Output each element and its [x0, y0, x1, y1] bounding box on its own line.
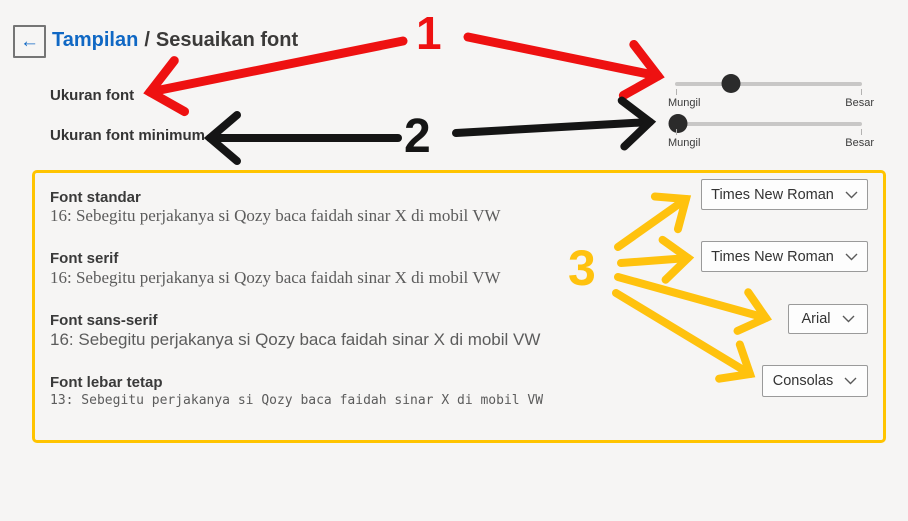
fixed-width-font-sample: 13: Sebegitu perjakanya si Qozy baca fai… — [50, 393, 544, 408]
minimum-font-size-label: Ukuran font minimum — [50, 127, 206, 144]
font-size-label: Ukuran font — [50, 87, 135, 104]
fixed-width-font-dropdown[interactable]: Consolas — [762, 365, 868, 397]
page-title: Sesuaikan font — [155, 29, 299, 51]
chevron-down-icon — [845, 191, 858, 198]
slider-thumb[interactable] — [721, 74, 741, 93]
minimum-font-size-slider[interactable]: Mungil Besar — [668, 114, 874, 156]
slider-min-label: Mungil — [668, 137, 701, 149]
slider-min-label: Mungil — [668, 97, 701, 109]
chevron-down-icon — [842, 315, 854, 323]
annotation-arrow-2 — [203, 96, 657, 165]
back-arrow-icon: ← — [20, 31, 39, 52]
breadcrumb: Tampilan/Sesuaikan font — [52, 29, 298, 52]
font-size-slider[interactable]: Mungil Besar — [668, 74, 874, 116]
slider-max-label: Besar — [845, 137, 874, 149]
slider-thumb[interactable] — [668, 114, 688, 133]
dropdown-value: Times New Roman — [711, 248, 834, 265]
sans-serif-font-sample: 16: Sebegitu perjakanya si Qozy baca fai… — [50, 330, 541, 349]
slider-tick-min — [676, 129, 677, 135]
serif-font-dropdown[interactable]: Times New Roman — [701, 241, 868, 272]
dropdown-value: Arial — [801, 311, 831, 327]
breadcrumb-separator: / — [144, 29, 150, 51]
slider-max-label: Besar — [845, 97, 874, 109]
chevron-down-icon — [844, 377, 857, 385]
sans-serif-font-dropdown[interactable]: Arial — [788, 304, 868, 334]
sans-serif-font-title: Font sans-serif — [50, 312, 158, 329]
slider-tick-min — [676, 89, 677, 95]
slider-tick-max — [861, 129, 862, 135]
standard-font-title: Font standar — [50, 189, 141, 206]
annotation-number-2: 2 — [404, 110, 431, 163]
slider-track[interactable] — [675, 122, 862, 126]
serif-font-title: Font serif — [50, 250, 119, 267]
custom-fonts-panel — [32, 170, 886, 443]
chevron-down-icon — [845, 253, 858, 260]
serif-font-sample: 16: Sebegitu perjakanya si Qozy baca fai… — [50, 268, 501, 287]
slider-track[interactable] — [675, 82, 862, 86]
dropdown-value: Consolas — [772, 373, 834, 389]
slider-tick-max — [861, 89, 862, 95]
standard-font-dropdown[interactable]: Times New Roman — [701, 179, 868, 210]
standard-font-sample: 16: Sebegitu perjakanya si Qozy baca fai… — [50, 206, 501, 225]
back-button[interactable]: ← — [13, 25, 46, 58]
dropdown-value: Times New Roman — [711, 186, 834, 203]
annotation-number-1: 1 — [416, 7, 442, 59]
breadcrumb-parent-link[interactable]: Tampilan — [52, 29, 139, 51]
fixed-width-font-title: Font lebar tetap — [50, 374, 163, 391]
